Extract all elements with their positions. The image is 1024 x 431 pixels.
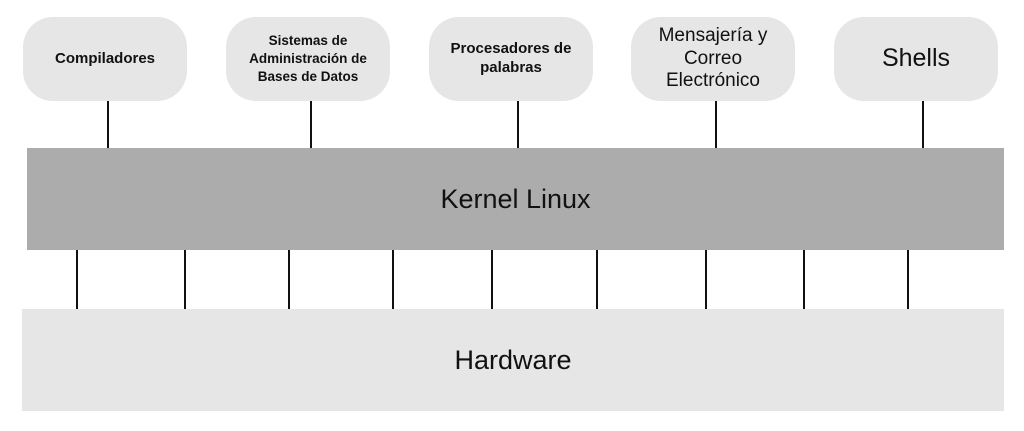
connector-kernel-hardware — [288, 250, 290, 309]
hardware-layer: Hardware — [22, 309, 1004, 411]
connector-sistemas-kernel — [310, 101, 312, 148]
connector-kernel-hardware — [491, 250, 493, 309]
app-box-shells: Shells — [834, 17, 998, 101]
connector-kernel-hardware — [392, 250, 394, 309]
app-box-sistemas-bd: Sistemas de Administración de Bases de D… — [226, 17, 390, 101]
connector-kernel-hardware — [705, 250, 707, 309]
app-label-compiladores: Compiladores — [54, 49, 156, 67]
kernel-layer: Kernel Linux — [27, 148, 1004, 250]
connector-kernel-hardware — [76, 250, 78, 309]
app-label-shells: Shells — [881, 44, 951, 73]
connector-shells-kernel — [922, 101, 924, 148]
connector-kernel-hardware — [184, 250, 186, 309]
app-label-mensajeria: Mensajería y Correo Electrónico — [658, 24, 768, 92]
connector-mensajeria-kernel — [715, 101, 717, 148]
hardware-label: Hardware — [454, 344, 572, 375]
connector-procesadores-kernel — [517, 101, 519, 148]
connector-kernel-hardware — [907, 250, 909, 309]
connector-kernel-hardware — [596, 250, 598, 309]
app-box-mensajeria: Mensajería y Correo Electrónico — [631, 17, 795, 101]
app-box-procesadores: Procesadores de palabras — [429, 17, 593, 101]
app-box-compiladores: Compiladores — [23, 17, 187, 101]
connector-kernel-hardware — [803, 250, 805, 309]
connector-compiladores-kernel — [107, 101, 109, 148]
app-label-sistemas-bd: Sistemas de Administración de Bases de D… — [249, 33, 367, 84]
kernel-label: Kernel Linux — [440, 183, 591, 214]
app-label-procesadores: Procesadores de palabras — [450, 40, 572, 76]
